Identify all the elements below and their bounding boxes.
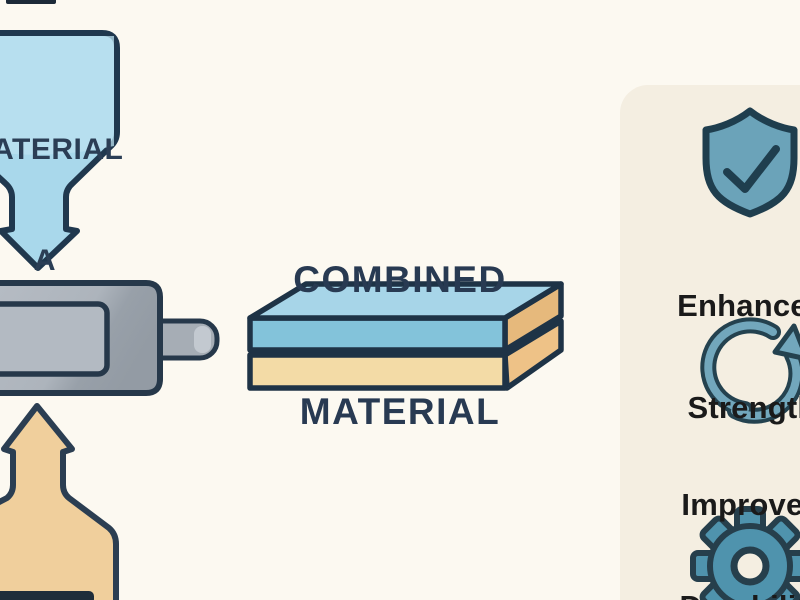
bottle-up-arrow-icon — [0, 403, 119, 600]
hopper-down-arrow-icon — [0, 30, 120, 271]
material-a-label: MATERIAL A — [0, 57, 125, 353]
benefit-1-line1: Enhanced — [677, 288, 800, 323]
benefit-improved-durability-label: Improved Durability — [592, 420, 800, 600]
refresh-cycle-icon — [700, 317, 800, 424]
material-a-line2: A — [33, 244, 57, 277]
cropped-edge-line-bottom — [0, 591, 94, 600]
shield-check-icon — [702, 107, 798, 218]
cropped-edge-line-top — [6, 0, 56, 4]
material-a-line1: MATERIAL — [0, 133, 124, 166]
layered-slab-icon — [247, 281, 564, 391]
material-b-label: MATERIAL B — [0, 545, 123, 600]
benefit-2-line2: Durability — [592, 590, 800, 600]
combined-title-line1: COMBINED — [293, 259, 507, 300]
benefit-2-line1: Improved — [681, 487, 800, 522]
gear-icon — [690, 506, 800, 600]
combined-title-line2: MATERIAL — [299, 391, 501, 432]
press-extruder-icon — [0, 280, 220, 396]
combined-material-title: COMBINED MATERIAL — [240, 170, 560, 522]
